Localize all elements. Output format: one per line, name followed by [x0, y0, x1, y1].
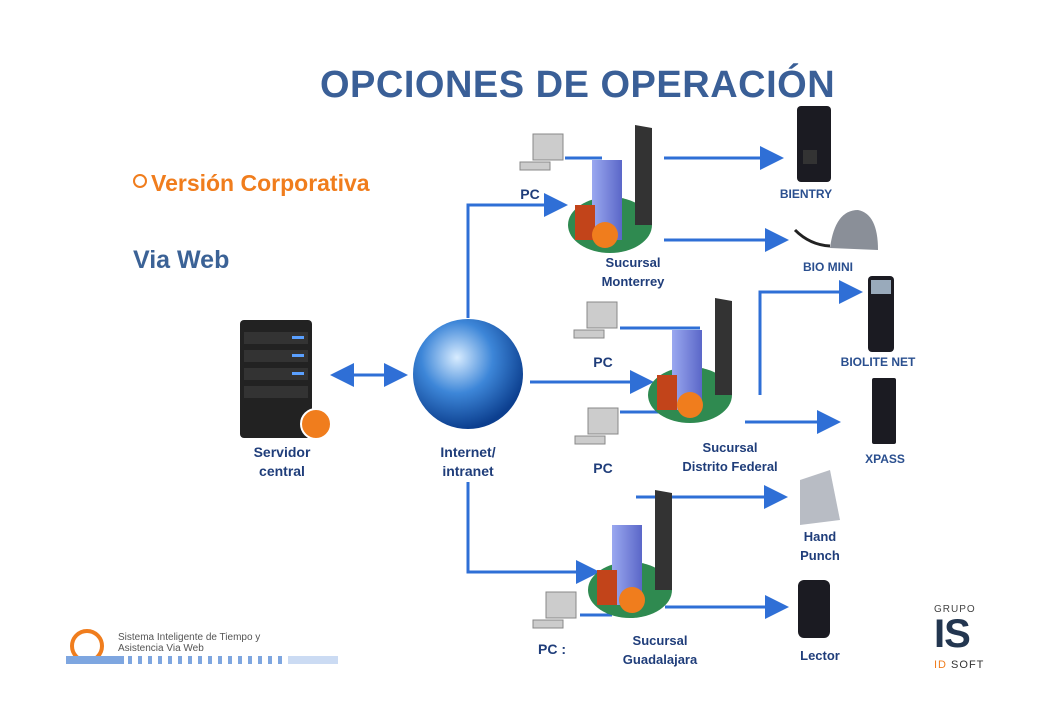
pc-label: PC — [520, 186, 540, 202]
globe-icon — [413, 319, 523, 429]
lector-label: Lector — [800, 648, 840, 663]
biolite-label: BIOLITE NET — [840, 355, 916, 369]
logo-idsoft: ID SOFT — [934, 659, 984, 671]
subtitle: Via Web — [133, 246, 230, 274]
logo-id: ID — [934, 659, 947, 671]
bullet-item: Versión Corporativa — [133, 170, 370, 197]
page-title: OPCIONES DE OPERACIÓN — [320, 64, 836, 106]
footer-logo-icon — [66, 629, 338, 664]
bullet-circle-icon — [133, 174, 147, 188]
pc-label: PC : — [538, 641, 566, 657]
server-icon — [240, 320, 332, 440]
bullet-text: Versión Corporativa — [151, 170, 370, 196]
logo-soft: SOFT — [947, 659, 985, 671]
internet-label: Internet/ intranet — [440, 444, 496, 479]
logo-grupo: GRUPO — [934, 604, 976, 615]
device-icons — [793, 106, 896, 638]
handpunch-label: Hand Punch — [800, 529, 840, 563]
building-icon — [568, 125, 652, 253]
pc-icons — [519, 133, 619, 629]
building-icon — [648, 298, 732, 423]
server-label: Servidor central — [253, 444, 311, 479]
xpass-label: XPASS — [865, 452, 905, 466]
pc-label: PC — [593, 354, 613, 370]
footer-line: Asistencia Via Web — [118, 643, 204, 654]
pc-label: PC — [593, 460, 613, 476]
footer-line: Sistema Inteligente de Tiempo y — [118, 632, 261, 643]
bientry-label: BIENTRY — [779, 187, 833, 201]
guadalajara-label: Sucursal Guadalajara — [622, 633, 698, 667]
biomini-label: BIO MINI — [803, 260, 853, 274]
logo-is: IS — [934, 612, 971, 656]
df-label: Sucursal Distrito Federal — [682, 440, 778, 474]
monterrey-label: Sucursal Monterrey — [601, 255, 665, 289]
building-icon — [588, 490, 672, 618]
